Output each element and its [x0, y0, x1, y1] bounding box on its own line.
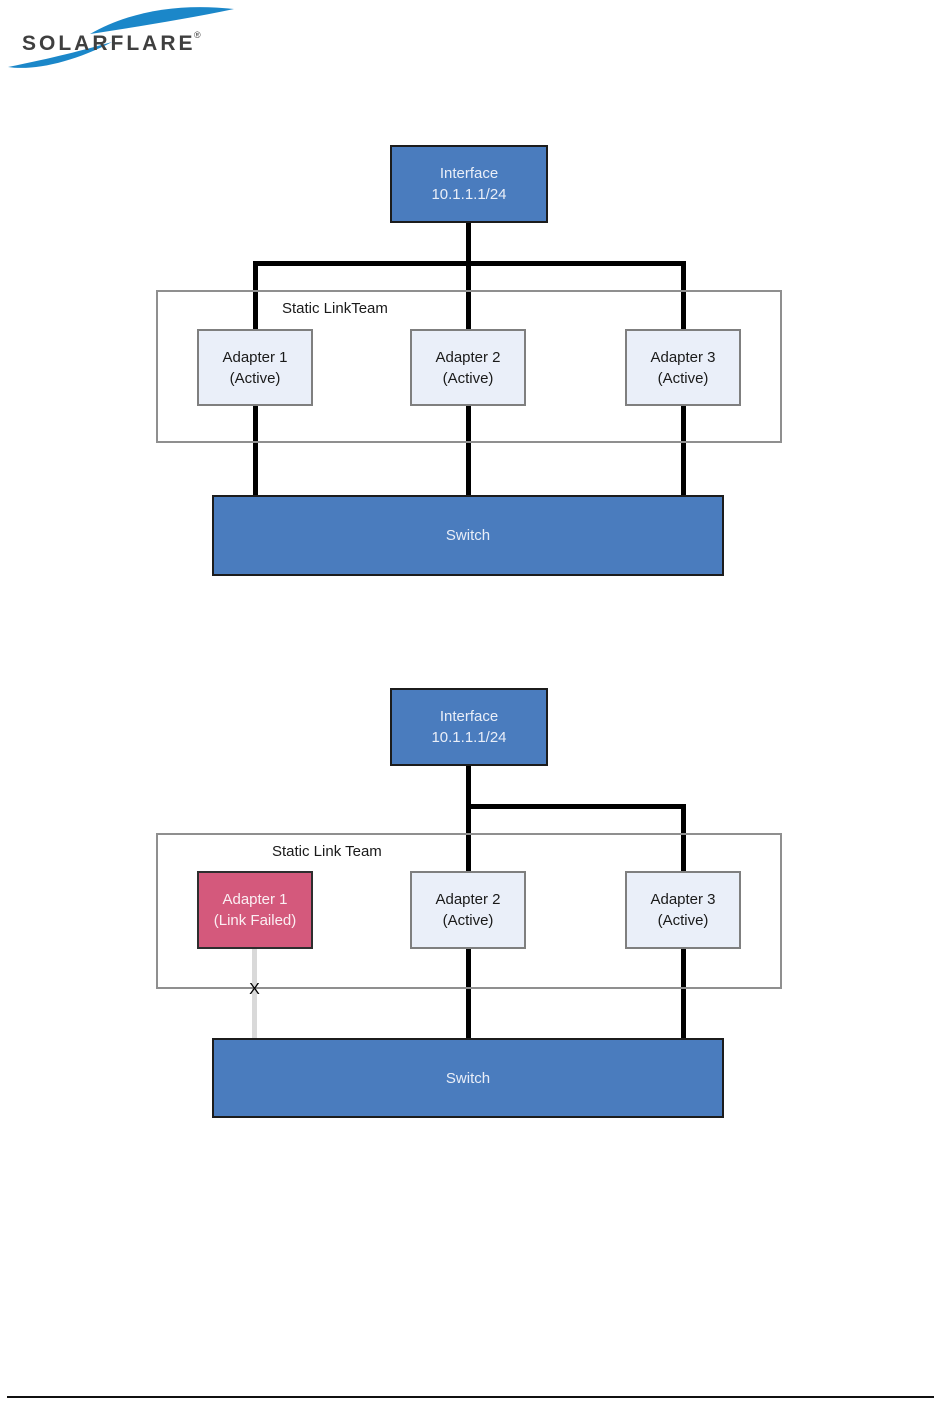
connector-bus-to-adapter1	[253, 261, 258, 331]
static-link-team-label: Static LinkTeam	[282, 300, 388, 317]
logo-brand-text: SOLARFLARE	[22, 32, 196, 55]
adapter-name: Adapter 2	[435, 891, 501, 908]
adapter-status: (Active)	[442, 912, 494, 929]
connector-adapter2-to-switch	[466, 947, 471, 1040]
interface-node: Interface 10.1.1.1/24	[390, 145, 548, 223]
connector-interface-to-adapter2	[466, 220, 471, 332]
solarflare-logo: SOLARFLARE ®	[8, 4, 243, 74]
connector-adapter3-to-switch	[681, 947, 686, 1040]
adapter3-node: Adapter 3 (Active)	[625, 329, 741, 406]
adapter-name: Adapter 1	[222, 348, 288, 366]
adapter-status: (Link Failed)	[213, 912, 297, 929]
failed-link-line	[252, 947, 257, 1041]
adapter-name: Adapter 3	[650, 348, 716, 366]
adapter2-node: Adapter 2 (Active)	[410, 329, 526, 406]
switch-label: Switch	[445, 1069, 491, 1087]
connector-horizontal-bus	[466, 804, 686, 809]
switch-node: Switch	[212, 495, 724, 576]
adapter1-node: Adapter 1 (Active)	[197, 329, 313, 406]
connector-horizontal-bus	[253, 261, 686, 266]
switch-label: Switch	[445, 527, 491, 544]
connector-adapter1-to-switch	[253, 404, 258, 497]
interface-node: Interface 10.1.1.1/24	[390, 688, 548, 766]
connector-bus-to-adapter3	[681, 261, 686, 331]
footer-rule	[7, 1396, 934, 1398]
adapter-status: (Active)	[657, 912, 709, 929]
switch-node: Switch	[212, 1038, 724, 1118]
static-link-team-label: Static Link Team	[272, 843, 382, 860]
adapter2-node: Adapter 2 (Active)	[410, 871, 526, 949]
adapter-status: (Active)	[229, 369, 281, 387]
logo-wave-top-icon	[90, 7, 234, 34]
interface-name: Interface	[439, 708, 499, 725]
solarflare-logo-graphic: SOLARFLARE ®	[8, 7, 234, 68]
interface-ip: 10.1.1.1/24	[431, 186, 507, 203]
adapter-status: (Active)	[442, 369, 494, 387]
adapter1-failed-node: Adapter 1 (Link Failed)	[197, 871, 313, 949]
interface-ip: 10.1.1.1/24	[431, 729, 507, 746]
adapter3-node: Adapter 3 (Active)	[625, 871, 741, 949]
interface-name: Interface	[439, 165, 499, 182]
adapter-name: Adapter 1	[222, 891, 288, 908]
connector-adapter3-to-switch	[681, 404, 686, 497]
static-link-team-container	[156, 833, 782, 989]
adapter-name: Adapter 2	[435, 348, 501, 366]
static-link-team-container	[156, 290, 782, 443]
adapter-name: Adapter 3	[650, 891, 716, 908]
x-mark-icon: X	[249, 981, 260, 998]
logo-wave-bottom-icon	[8, 42, 112, 68]
connector-bus-to-adapter3	[681, 804, 686, 875]
adapter-status: (Active)	[657, 369, 709, 387]
connector-interface-to-adapter2	[466, 763, 471, 875]
logo-registered-mark: ®	[194, 30, 201, 40]
connector-adapter2-to-switch	[466, 404, 471, 497]
